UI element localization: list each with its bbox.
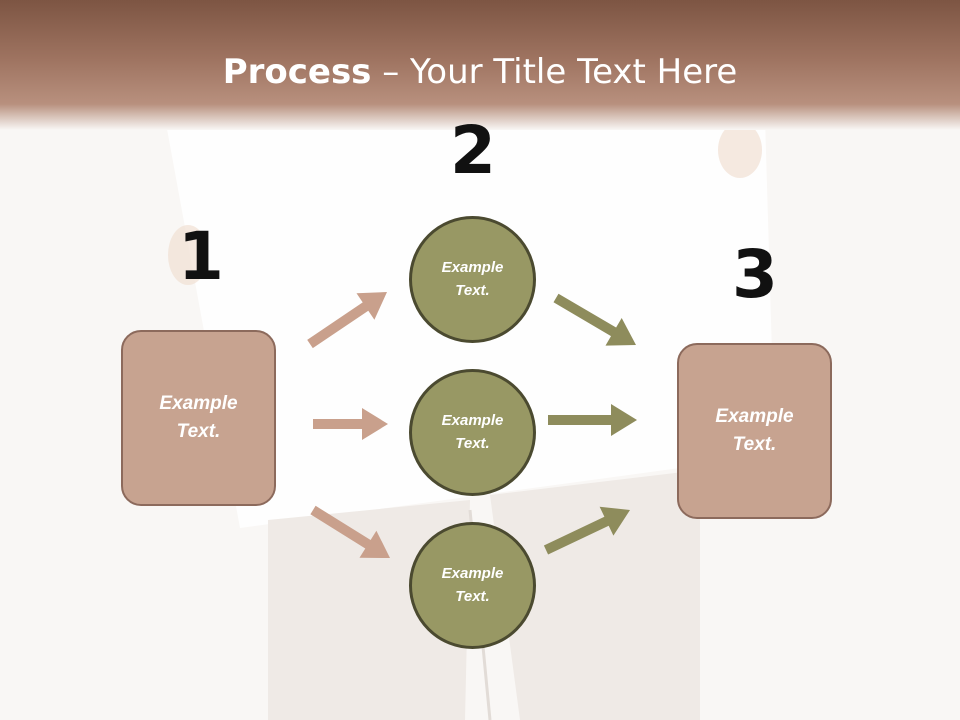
- step-1-box-text: Example Text.: [159, 392, 238, 443]
- step-number-1: 1: [178, 218, 224, 295]
- circle-top: Example Text.: [409, 216, 536, 343]
- circle-top-text: Example Text.: [441, 259, 504, 299]
- arrow-box1-to-top: [307, 292, 387, 349]
- arrow-box1-to-middle: [313, 408, 388, 440]
- circle-bottom: Example Text.: [409, 522, 536, 649]
- step-number-3: 3: [732, 236, 778, 313]
- step-3-box: Example Text.: [677, 343, 832, 519]
- page-title: Process – Your Title Text Here: [0, 52, 960, 92]
- arrow-top-to-box3: [553, 293, 636, 346]
- arrow-bottom-to-box3: [543, 506, 630, 555]
- title-rest: – Your Title Text Here: [371, 52, 738, 92]
- step-1-box: Example Text.: [121, 330, 276, 506]
- circle-middle-text: Example Text.: [441, 412, 504, 452]
- header-band: [0, 0, 960, 130]
- step-number-2: 2: [450, 112, 496, 189]
- step-3-box-text: Example Text.: [715, 405, 794, 456]
- circle-bottom-text: Example Text.: [441, 565, 504, 605]
- title-bold: Process: [222, 52, 372, 92]
- arrow-box1-to-bottom: [310, 505, 390, 558]
- arrow-middle-to-box3: [548, 404, 637, 436]
- circle-middle: Example Text.: [409, 369, 536, 496]
